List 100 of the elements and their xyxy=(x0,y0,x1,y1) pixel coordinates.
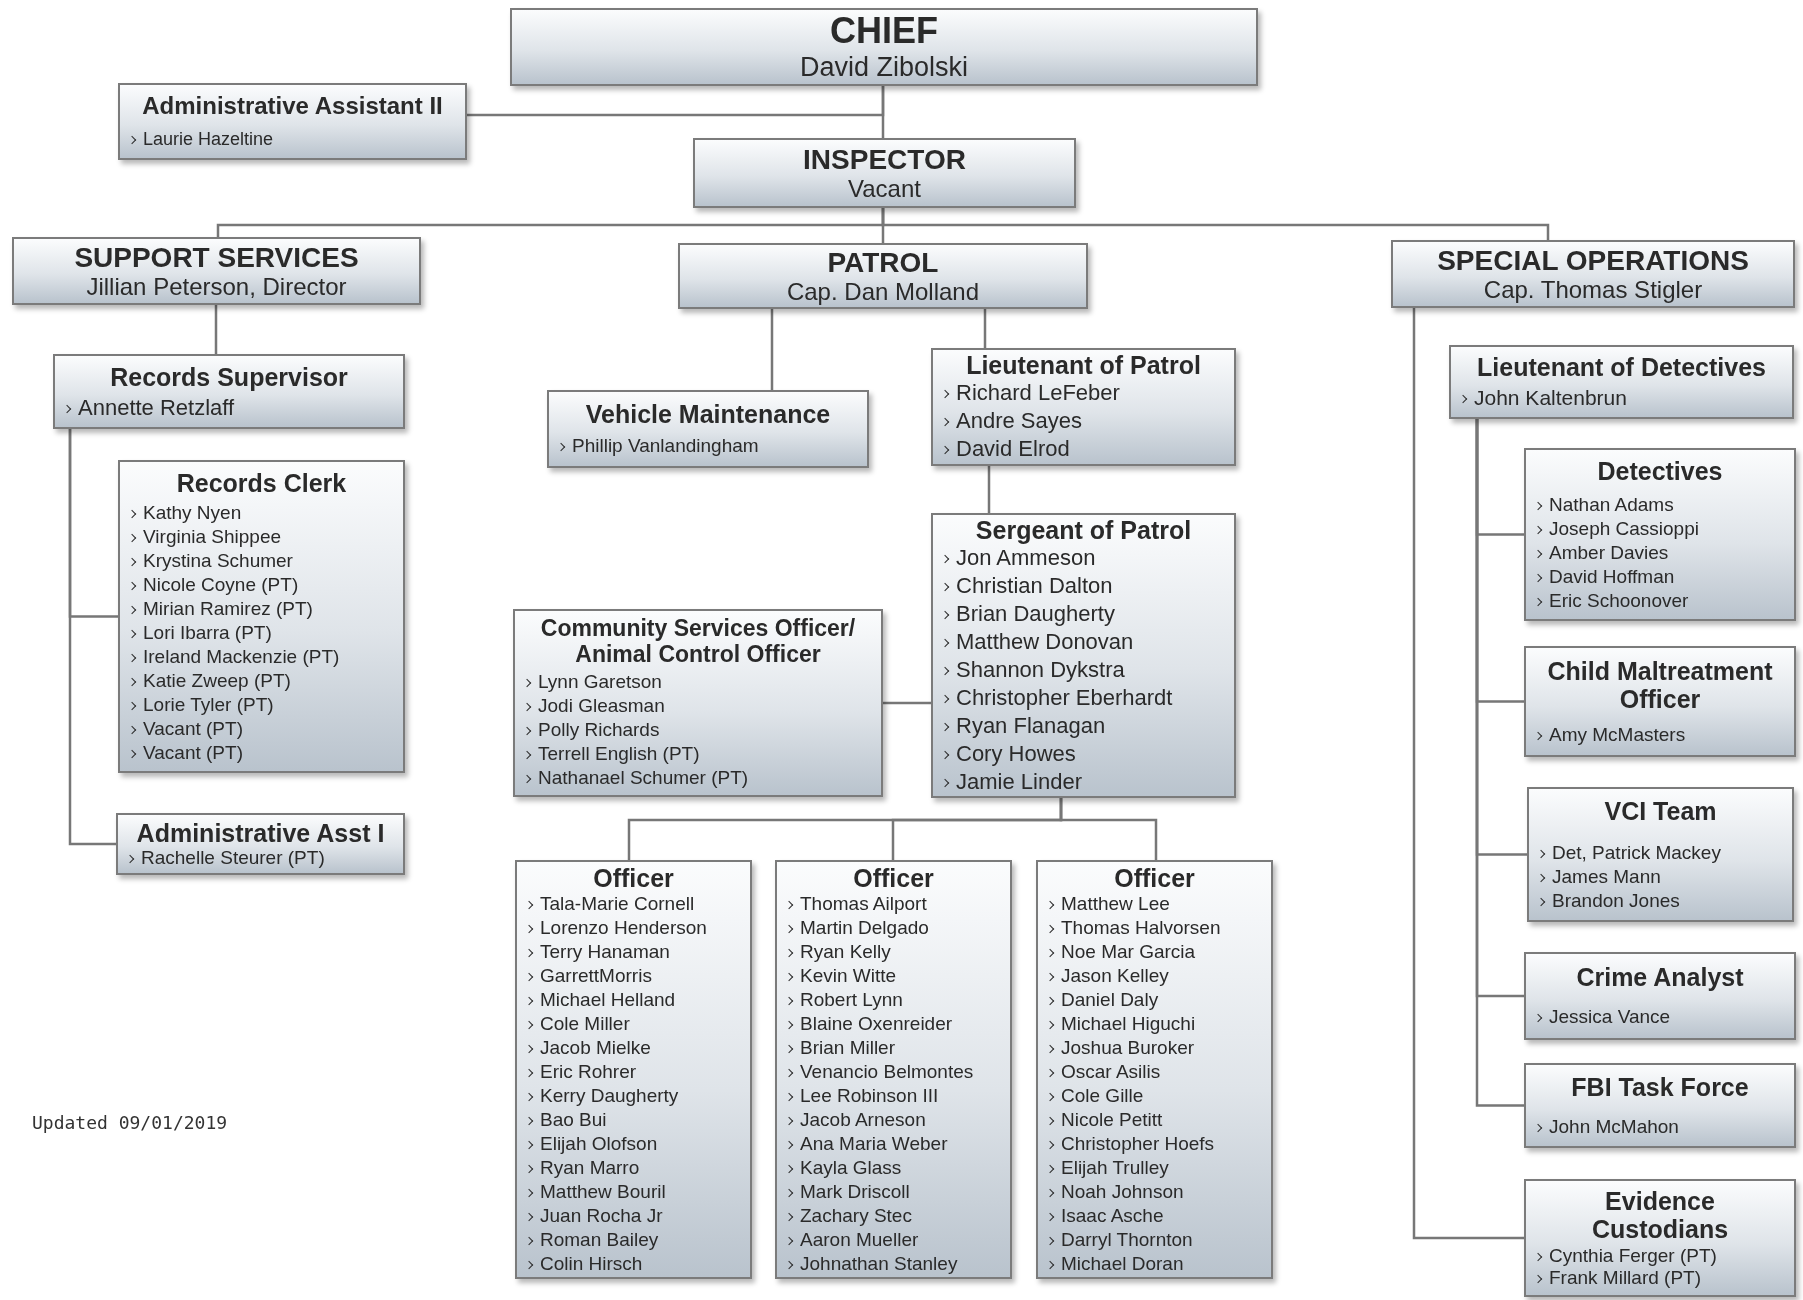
name-text: Nicole Petitt xyxy=(1046,1107,1263,1132)
name-text: Juan Rocha Jr xyxy=(525,1203,742,1228)
name-text: Martin Delgado xyxy=(785,915,1002,940)
name-text: Cynthia Ferger (PT) xyxy=(1534,1245,1786,1267)
name-text: Laurie Hazeltine xyxy=(128,127,457,150)
name-text: Michael Higuchi xyxy=(1046,1011,1263,1036)
position-box xyxy=(693,138,1076,208)
position-title: Officer xyxy=(852,863,935,892)
position-box xyxy=(118,460,405,773)
name-text: Isaac Asche xyxy=(1046,1203,1263,1228)
connector-line xyxy=(770,309,774,390)
name-text: Elijah Trulley xyxy=(1046,1155,1263,1180)
position-box xyxy=(1527,787,1794,922)
name-text: Christopher Eberhardt xyxy=(941,683,1226,712)
position-box xyxy=(53,354,405,429)
name-text: Amber Davies xyxy=(1534,540,1786,565)
position-box xyxy=(1391,240,1795,308)
name-text: Ryan Kelly xyxy=(785,939,1002,964)
name-text: Jillian Peterson, Director xyxy=(85,272,348,301)
name-text: Eric Rohrer xyxy=(525,1059,742,1084)
position-title: Crime Analyst xyxy=(1575,963,1745,991)
position-box xyxy=(515,860,752,1279)
name-text: Jason Kelley xyxy=(1046,963,1263,988)
name-text: Venancio Belmontes xyxy=(785,1059,1002,1084)
name-text: Joshua Buroker xyxy=(1046,1035,1263,1060)
name-text: Cole Gille xyxy=(1046,1083,1263,1108)
name-text: Brandon Jones xyxy=(1537,888,1784,913)
position-box xyxy=(1524,952,1796,1040)
name-text: Jacob Mielke xyxy=(525,1035,742,1060)
name-text: John McMahon xyxy=(1534,1114,1786,1139)
name-text: Jamie Linder xyxy=(941,767,1226,796)
name-text: Noah Johnson xyxy=(1046,1179,1263,1204)
name-text: Ireland Mackenzie (PT) xyxy=(128,644,395,669)
name-text: Terrell English (PT) xyxy=(523,741,873,766)
name-text: Daniel Daly xyxy=(1046,987,1263,1012)
name-text: Robert Lynn xyxy=(785,987,1002,1012)
connector-line xyxy=(68,429,116,846)
name-text: Katie Zweep (PT) xyxy=(128,668,395,693)
connector-line xyxy=(881,208,1550,240)
name-text: Thomas Halvorsen xyxy=(1046,915,1263,940)
name-text: Richard LeFeber xyxy=(941,379,1226,407)
name-text: Matthew Donovan xyxy=(941,627,1226,656)
name-text: Darryl Thornton xyxy=(1046,1227,1263,1252)
name-text: Cap. Thomas Stigler xyxy=(1482,275,1704,304)
position-box xyxy=(931,513,1236,798)
name-text: Phillip Vanlandingham xyxy=(557,434,859,458)
position-title: Evidence Custodians xyxy=(1590,1187,1730,1243)
name-text: Cap. Dan Molland xyxy=(785,277,981,306)
position-title: FBI Task Force xyxy=(1570,1072,1750,1101)
name-text: Elijah Olofson xyxy=(525,1131,742,1156)
update-note: Updated 09/01/2019 xyxy=(32,1112,228,1133)
name-text: David Zibolski xyxy=(798,51,970,83)
name-text: Cory Howes xyxy=(941,739,1226,768)
name-text: Krystina Schumer xyxy=(128,548,395,573)
position-box xyxy=(1524,646,1796,757)
position-box xyxy=(678,243,1088,309)
name-text: Andre Sayes xyxy=(941,407,1226,435)
name-text: Det, Patrick Mackey xyxy=(1537,840,1784,865)
name-text: Bao Bui xyxy=(525,1107,742,1132)
name-text: Ryan Flanagan xyxy=(941,711,1226,740)
name-text: Mark Driscoll xyxy=(785,1179,1002,1204)
connector-line xyxy=(1475,419,1524,1107)
position-box xyxy=(510,8,1258,86)
name-text: David Hoffman xyxy=(1534,564,1786,589)
name-text: Blaine Oxenreider xyxy=(785,1011,1002,1036)
name-text: Oscar Asilis xyxy=(1046,1059,1263,1084)
name-text: Jon Ammeson xyxy=(941,543,1226,572)
name-text: Annette Retzlaff xyxy=(63,394,395,421)
name-text: Brian Miller xyxy=(785,1035,1002,1060)
name-text: Lori Ibarra (PT) xyxy=(128,620,395,645)
name-text: Kevin Witte xyxy=(785,963,1002,988)
position-title: SUPPORT SERVICES xyxy=(73,241,360,273)
name-text: Frank Millard (PT) xyxy=(1534,1267,1786,1289)
name-text: Shannon Dykstra xyxy=(941,655,1226,684)
position-box xyxy=(118,83,467,160)
name-text: Virginia Shippee xyxy=(128,524,395,549)
name-text: Michael Helland xyxy=(525,987,742,1012)
name-text: Lynn Garetson xyxy=(523,669,873,694)
name-text: Jessica Vance xyxy=(1534,1005,1786,1029)
position-title: Detectives xyxy=(1596,456,1724,485)
position-box xyxy=(513,609,883,797)
position-box xyxy=(1524,1179,1796,1297)
position-box xyxy=(931,348,1236,466)
name-text: Eric Schoonover xyxy=(1534,588,1786,613)
name-text: Rachelle Steurer (PT) xyxy=(126,847,395,869)
position-title: Lieutenant of Patrol xyxy=(965,351,1202,379)
connector-line xyxy=(1059,798,1158,860)
position-box xyxy=(1036,860,1273,1279)
connector-line xyxy=(214,305,218,354)
name-text: Johnathan Stanley xyxy=(785,1251,1002,1276)
position-title: Community Services Officer/ Animal Control Officer xyxy=(539,616,857,668)
position-title: Administrative Asst I xyxy=(135,819,386,847)
name-text: Amy McMasters xyxy=(1534,722,1786,747)
name-text: Cole Miller xyxy=(525,1011,742,1036)
name-text: Christopher Hoefs xyxy=(1046,1131,1263,1156)
name-text: Vacant (PT) xyxy=(128,740,395,765)
name-text: Kayla Glass xyxy=(785,1155,1002,1180)
name-text: Nathan Adams xyxy=(1534,492,1786,517)
name-text: Colin Hirsch xyxy=(525,1251,742,1276)
position-title: SPECIAL OPERATIONS xyxy=(1436,244,1750,276)
